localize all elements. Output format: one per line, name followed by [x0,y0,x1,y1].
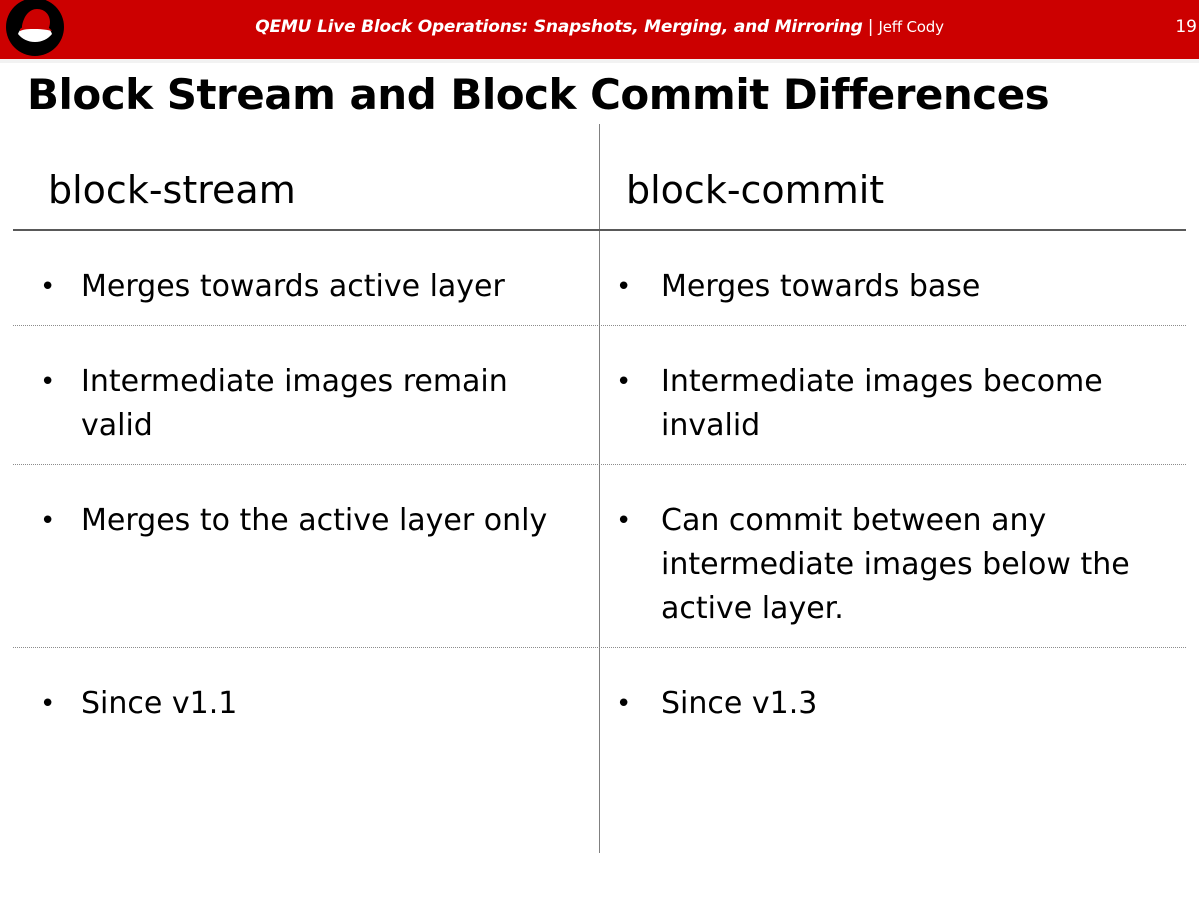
table-row: • Since v1.1 • Since v1.3 [13,648,1186,853]
bullet-text: Merges to the active layer only [81,503,548,538]
header-bar [0,0,1199,59]
bullet-text: Intermediate images become invalid [661,364,1103,443]
table-row: • Merges to the active layer only • Can … [13,465,1186,648]
table-column-headers: block-stream block-commit [13,168,1186,229]
bullet-icon: • [40,272,56,302]
column-header-block-stream: block-stream [48,168,296,212]
column-header-block-commit: block-commit [626,168,885,212]
table-cell-block-stream: • Since v1.1 [13,648,599,853]
bullet-text: Can commit between any intermediate imag… [661,503,1130,626]
bullet-text: Merges towards active layer [81,269,505,304]
bullet-icon: • [40,689,56,719]
header-author: Jeff Cody [878,18,944,36]
table-cell-block-stream: • Merges to the active layer only [13,465,599,647]
table-row: • Merges towards active layer • Merges t… [13,231,1186,326]
bullet-text: Merges towards base [661,269,981,304]
svg-text:®: ® [51,36,57,43]
bullet-text: Intermediate images remain valid [81,364,508,443]
header-title: QEMU Live Block Operations: Snapshots, M… [0,17,1199,37]
page-number: 19 [1175,17,1197,37]
bullet-icon: • [40,367,56,397]
bullet-icon: • [40,506,56,536]
table-cell-block-commit: • Since v1.3 [599,648,1185,853]
bullet-icon: • [616,272,632,302]
table-cell-block-commit: • Merges towards base [599,231,1185,325]
column-divider [599,124,600,853]
comparison-table: block-stream block-commit [13,168,1186,229]
table-cell-block-commit: • Can commit between any intermediate im… [599,465,1185,647]
table-cell-block-commit: • Intermediate images become invalid [599,326,1185,464]
bullet-text: Since v1.3 [661,686,818,721]
table-cell-block-stream: • Merges towards active layer [13,231,599,325]
header-title-text: QEMU Live Block Operations: Snapshots, M… [255,17,863,37]
header-title-separator: | [862,17,879,37]
bullet-text: Since v1.1 [81,686,238,721]
bullet-icon: • [616,689,632,719]
page-title: Block Stream and Block Commit Difference… [27,70,1050,119]
table-cell-block-stream: • Intermediate images remain valid [13,326,599,464]
red-hat-shadowman-logo: ® [4,0,66,58]
header-rule [13,229,1186,231]
table-row: • Intermediate images remain valid • Int… [13,326,1186,465]
bullet-icon: • [616,367,632,397]
table-body: • Merges towards active layer • Merges t… [13,231,1186,853]
header-underline [0,59,1199,63]
bullet-icon: • [616,506,632,536]
